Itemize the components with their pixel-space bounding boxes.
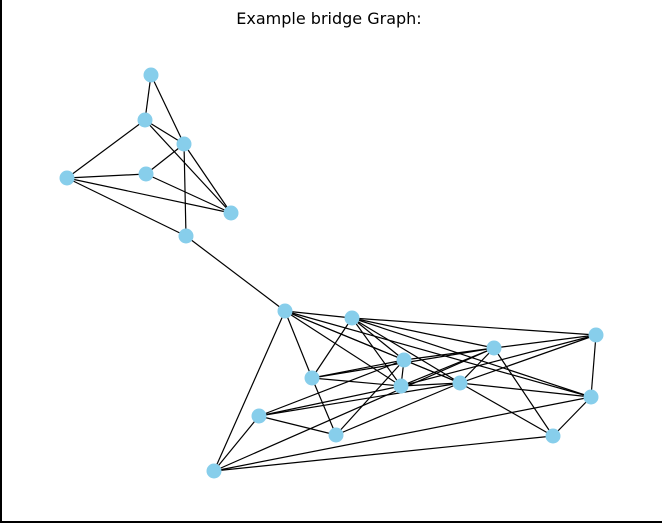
edge-n14-n18 [459,334,597,384]
graph-title: Example bridge Graph: [236,9,422,28]
edge-n17-n20 [552,396,592,437]
edge-n8-n9 [284,310,353,319]
edge-n13-n19 [213,415,260,472]
edge-n17-n19 [213,396,592,472]
graph-node-n14 [452,375,468,391]
edge-n3-n7 [183,143,187,237]
edge-n1-n3 [150,74,185,145]
edge-n9-n16 [351,317,495,349]
edge-n9-n11 [351,317,405,361]
edge-n17-n18 [590,334,597,398]
graph-node-n17 [583,389,599,405]
edge-n12-n10 [311,377,402,387]
edge-n14-n16 [459,347,495,384]
graph-node-n9 [344,310,360,326]
edge-n16-n20 [493,347,554,437]
graph-node-n8 [277,303,293,319]
edge-n14-n20 [459,382,554,437]
node-layer [59,67,604,479]
edge-n5-n6 [145,173,232,214]
edge-n10-n15 [311,377,337,436]
edge-n19-n20 [213,435,554,472]
graph-node-n5 [138,166,154,182]
edge-n2-n4 [66,119,146,179]
graph-node-n11 [396,352,412,368]
edge-n11-n14 [403,359,461,384]
graph-node-n19 [206,463,222,479]
graph-node-n7 [178,228,194,244]
edge-n9-n12 [351,317,402,387]
graph-node-n20 [545,428,561,444]
edge-n9-n18 [351,317,597,336]
edge-n11-n13 [258,359,405,417]
graph-node-n10 [304,370,320,386]
edge-n12-n14 [400,382,461,387]
edge-n4-n7 [66,177,187,237]
edge-n16-n19 [213,347,495,472]
edge-n14-n15 [335,382,461,436]
edge-n9-n14 [351,317,461,384]
edge-n13-n14 [258,382,461,417]
edge-n2-n6 [144,119,232,214]
edge-n14-n17 [459,382,592,398]
edge-n4-n6 [66,177,232,214]
edge-n3-n5 [145,143,185,175]
edge-n9-n10 [311,317,353,379]
edge-n7-n8 [185,235,286,312]
edge-n1-n2 [144,74,152,121]
edge-n9-n17 [351,317,592,398]
graph-node-n16 [486,340,502,356]
graph-node-n1 [143,67,159,83]
edge-n2-n3 [144,119,185,145]
edge-n5-n4 [66,173,147,179]
graph-node-n18 [588,327,604,343]
graph-node-n3 [176,136,192,152]
edge-n12-n18 [400,334,597,387]
edge-layer [66,74,597,472]
graph-node-n13 [251,408,267,424]
edge-n8-n12 [284,310,402,387]
graph-node-n2 [137,112,153,128]
edge-n12-n13 [258,385,402,417]
edge-n16-n18 [493,334,597,349]
edge-n15-n11 [335,359,405,436]
graph-node-n6 [223,205,239,221]
edge-n8-n17 [284,310,592,398]
edge-n8-n19 [213,310,286,472]
edge-n8-n10 [284,310,313,379]
edge-n13-n15 [258,415,337,436]
edge-n3-n6 [183,143,232,214]
graph-node-n4 [59,170,75,186]
graph-node-n12 [393,378,409,394]
graph-node-n15 [328,427,344,443]
